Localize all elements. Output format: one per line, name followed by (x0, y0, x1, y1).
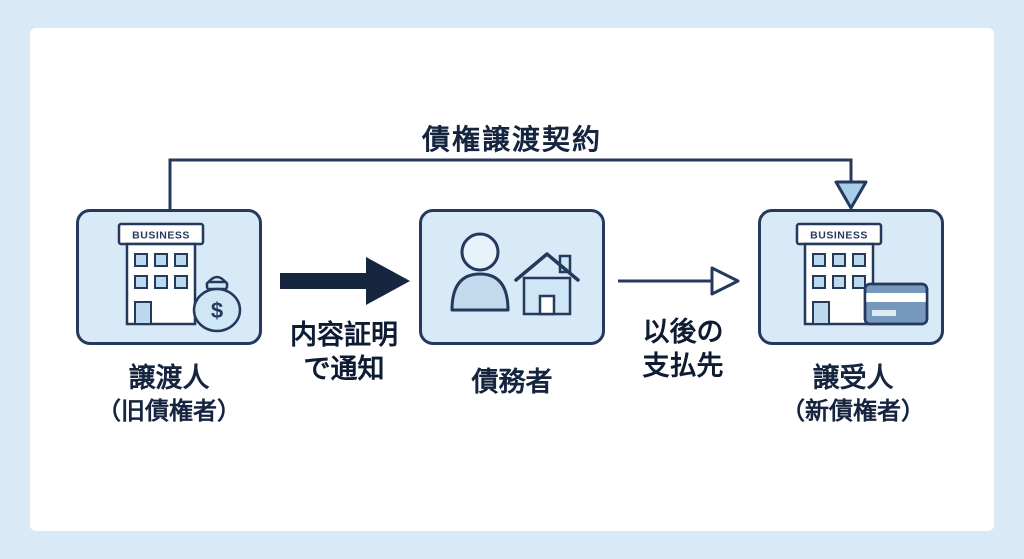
debtor-label: 債務者 (419, 366, 605, 399)
building-sign-text: BUSINESS (810, 230, 868, 242)
building-icon: BUSINESS (795, 222, 883, 326)
notify-arrow-icon (280, 257, 410, 305)
node-assignee: BUSINESS (758, 209, 944, 345)
payment-label: 以後の 支払先 (583, 315, 783, 383)
assignor-label: 譲渡人 （旧債権者） (60, 362, 278, 428)
notify-label-line1: 内容証明 (290, 320, 398, 350)
person-icon (450, 232, 510, 312)
assignee-label: 譲受人 （新債権者） (744, 362, 962, 428)
node-debtor (419, 209, 605, 345)
node-assignor: BUSINESS $ (76, 209, 262, 345)
building-icon: BUSINESS (117, 222, 205, 326)
assignee-label-sub: （新債権者） (781, 398, 925, 425)
house-icon (514, 252, 580, 316)
contract-label: 債権譲渡契約 (421, 124, 602, 155)
assignee-label-main: 譲受人 (812, 363, 894, 393)
assignor-label-sub: （旧債権者） (97, 398, 241, 425)
assignor-label-main: 譲渡人 (128, 363, 210, 393)
dollar-symbol: $ (211, 298, 223, 323)
assignor-icons: BUSINESS $ (117, 222, 242, 333)
credit-card-icon (863, 282, 929, 326)
building-sign-text: BUSINESS (132, 230, 190, 242)
money-bag-icon: $ (192, 275, 242, 333)
payment-label-line1: 以後の (642, 317, 724, 347)
debtor-icons (450, 232, 580, 316)
payment-arrow-icon (618, 266, 740, 296)
notify-label-line2: で通知 (303, 354, 385, 384)
notify-label: 内容証明 で通知 (244, 318, 444, 386)
assignee-icons: BUSINESS (795, 222, 929, 326)
payment-label-line2: 支払先 (642, 351, 724, 381)
debtor-label-main: 債務者 (471, 367, 553, 397)
